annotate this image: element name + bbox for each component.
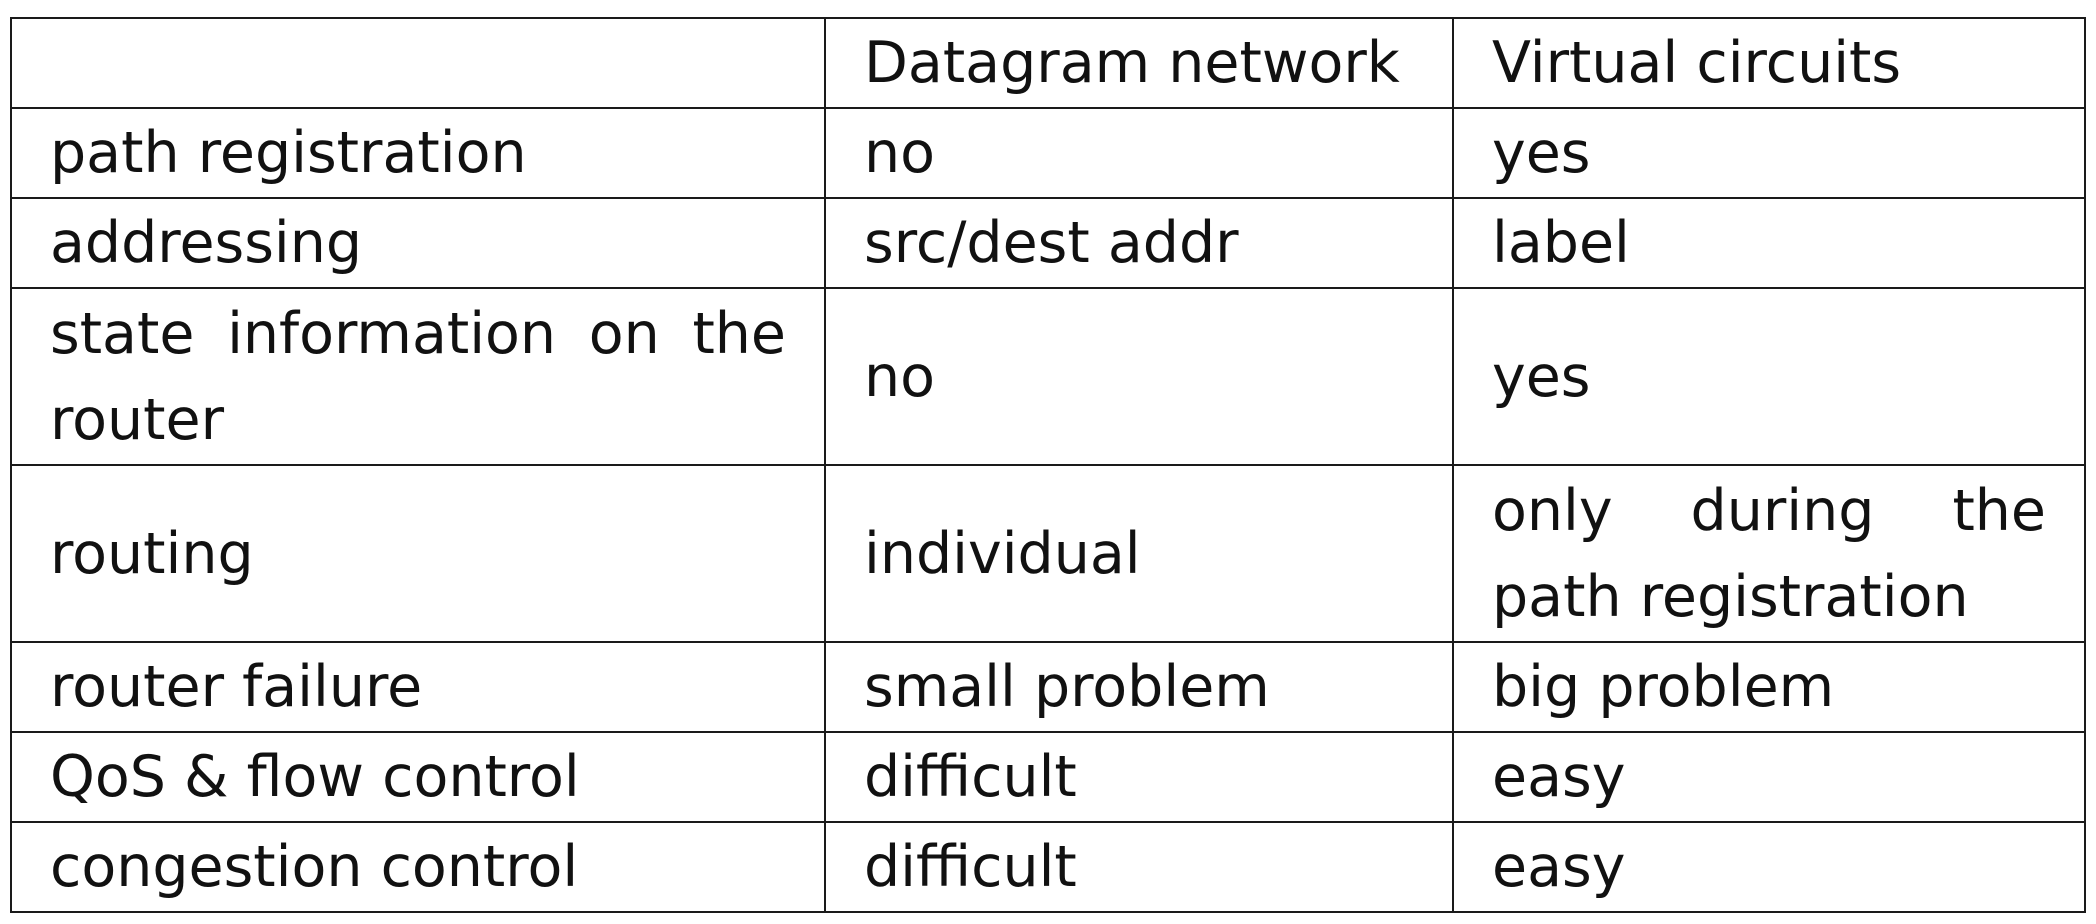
table-header-row: Datagram network Virtual circuits xyxy=(10,17,2086,109)
header-cell-datagram: Datagram network xyxy=(824,17,1454,109)
virtual-cell: yes xyxy=(1452,107,2086,199)
feature-cell-line: router xyxy=(50,386,225,453)
feature-cell: congestion control xyxy=(10,821,826,913)
virtual-cell: yes xyxy=(1452,287,2086,466)
feature-cell: path registration xyxy=(10,107,826,199)
virtual-cell: big problem xyxy=(1452,641,2086,733)
feature-cell: state information on the router xyxy=(10,287,826,466)
header-cell-virtual: Virtual circuits xyxy=(1452,17,2086,109)
table-row: router failure small problem big problem xyxy=(10,641,2086,733)
datagram-cell: difficult xyxy=(824,731,1454,823)
virtual-cell: only during the path registration xyxy=(1452,464,2086,643)
feature-cell-line: state information on the xyxy=(50,300,786,367)
datagram-cell: individual xyxy=(824,464,1454,643)
feature-cell: QoS & flow control xyxy=(10,731,826,823)
table-row: addressing src/dest addr label xyxy=(10,197,2086,289)
virtual-cell-line: only during the xyxy=(1492,477,2046,544)
feature-cell: router failure xyxy=(10,641,826,733)
table-row: routing individual only during the path … xyxy=(10,464,2086,643)
feature-cell: addressing xyxy=(10,197,826,289)
datagram-cell: no xyxy=(824,287,1454,466)
virtual-cell: easy xyxy=(1452,731,2086,823)
table-row: congestion control difficult easy xyxy=(10,821,2086,913)
feature-cell: routing xyxy=(10,464,826,643)
datagram-cell: src/dest addr xyxy=(824,197,1454,289)
virtual-cell: easy xyxy=(1452,821,2086,913)
comparison-table: Datagram network Virtual circuits path r… xyxy=(10,17,2086,913)
datagram-cell: no xyxy=(824,107,1454,199)
datagram-cell: difficult xyxy=(824,821,1454,913)
virtual-cell-line: path registration xyxy=(1492,563,1969,630)
header-cell-empty xyxy=(10,17,826,109)
datagram-cell: small problem xyxy=(824,641,1454,733)
table-row: state information on the router no yes xyxy=(10,287,2086,466)
table-row: QoS & flow control difficult easy xyxy=(10,731,2086,823)
table-row: path registration no yes xyxy=(10,107,2086,199)
virtual-cell: label xyxy=(1452,197,2086,289)
